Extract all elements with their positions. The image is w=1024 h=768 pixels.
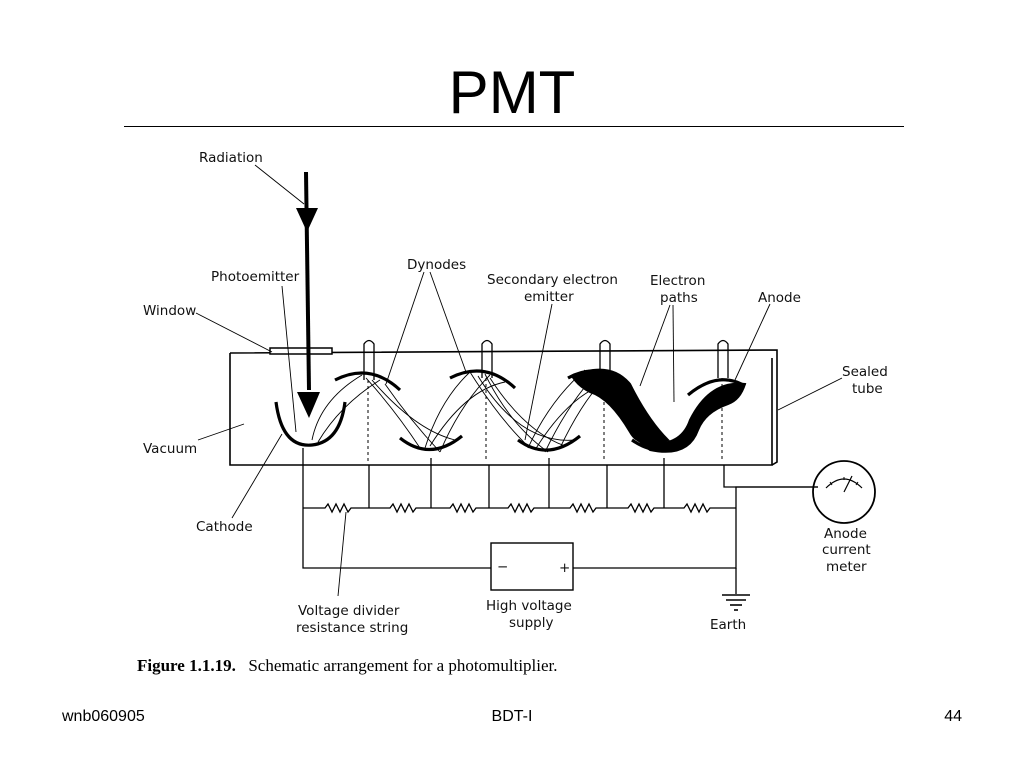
label-electron: Electron bbox=[650, 273, 705, 289]
label-vacuum: Vacuum bbox=[143, 441, 197, 457]
label-voltage-divider: Voltage divider bbox=[298, 603, 400, 619]
sealed-tube bbox=[229, 349, 778, 466]
label-meter-current: current bbox=[822, 542, 871, 558]
label-hv-minus: − bbox=[497, 559, 508, 575]
label-high-voltage: High voltage bbox=[486, 598, 572, 614]
supply-circuit bbox=[302, 486, 818, 594]
label-hv-plus: + bbox=[559, 560, 570, 576]
label-paths: paths bbox=[660, 290, 698, 306]
label-radiation: Radiation bbox=[199, 150, 263, 166]
label-sealed: Sealed bbox=[842, 364, 888, 380]
label-photoemitter: Photoemitter bbox=[211, 269, 300, 285]
label-anode: Anode bbox=[758, 290, 801, 306]
label-resistance-string: resistance string bbox=[296, 620, 408, 636]
cathode-electrode bbox=[274, 401, 347, 447]
footer-left: wnb060905 bbox=[62, 708, 145, 725]
high-voltage-supply-box bbox=[490, 542, 574, 591]
electron-cloud bbox=[570, 368, 747, 453]
bottom-leads bbox=[302, 448, 818, 508]
anode-current-meter bbox=[812, 460, 876, 524]
label-tube: tube bbox=[852, 381, 883, 397]
label-cathode: Cathode bbox=[196, 519, 253, 535]
label-secondary-electron: Secondary electron bbox=[487, 272, 618, 288]
earth-symbol bbox=[722, 594, 750, 611]
radiation-arrow bbox=[296, 171, 320, 418]
footer-center: BDT-I bbox=[491, 708, 533, 725]
label-dynodes: Dynodes bbox=[407, 257, 466, 273]
label-meter-anode: Anode bbox=[824, 526, 867, 542]
figure-caption: Figure 1.1.19. Schematic arrangement for… bbox=[137, 656, 558, 675]
leader-lines bbox=[195, 164, 843, 597]
slide-number: 44 bbox=[944, 708, 962, 725]
voltage-divider-string bbox=[303, 502, 736, 514]
inner-dashed-leads bbox=[367, 378, 723, 462]
anode-plate bbox=[686, 378, 746, 397]
label-window: Window bbox=[143, 303, 196, 319]
label-meter-meter: meter bbox=[826, 559, 867, 575]
window-plate bbox=[269, 347, 333, 355]
title-divider bbox=[124, 126, 904, 127]
label-supply: supply bbox=[509, 615, 553, 631]
label-earth: Earth bbox=[710, 617, 746, 633]
caption-figure-number: Figure 1.1.19. bbox=[137, 656, 236, 675]
caption-description: Schematic arrangement for a photomultipl… bbox=[248, 656, 557, 675]
label-emitter: emitter bbox=[524, 289, 574, 305]
slide-title: PMT bbox=[448, 59, 576, 126]
top-pins bbox=[363, 339, 729, 380]
